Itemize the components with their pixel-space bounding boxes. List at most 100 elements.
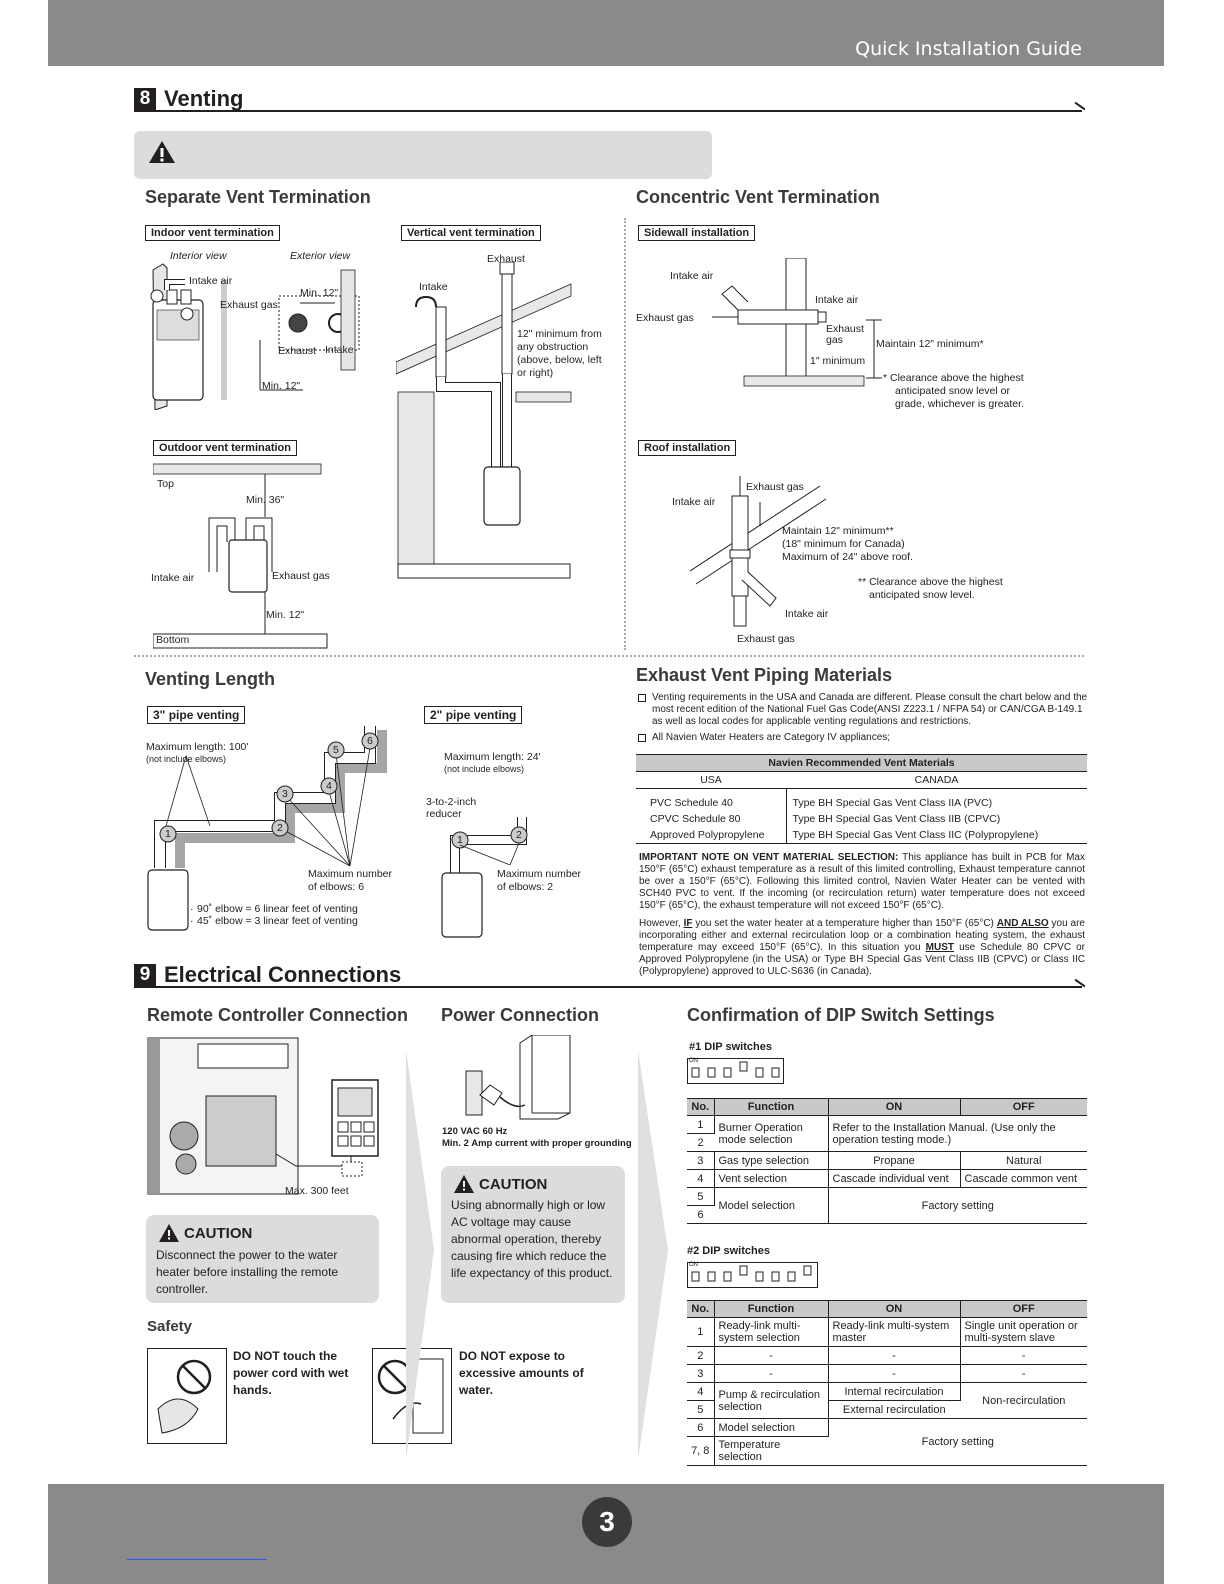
caution-body: Disconnect the power to the water heater… bbox=[156, 1247, 371, 1298]
table-row: 1 Ready-link multi-system selection Read… bbox=[687, 1318, 1087, 1347]
warning-icon bbox=[453, 1174, 475, 1194]
roof-maintain-1: Maintain 12" minimum** bbox=[782, 525, 894, 538]
roof-note-2: anticipated snow level. bbox=[869, 589, 975, 602]
roof-exhaust-top: Exhaust gas bbox=[746, 481, 804, 494]
power-spec-2: Min. 2 Amp current with proper grounding bbox=[442, 1137, 632, 1150]
cell-canada: Type BH Special Gas Vent Class IIC (Poly… bbox=[786, 827, 1087, 844]
checkbox-icon bbox=[638, 734, 646, 742]
horizontal-divider bbox=[134, 655, 1084, 657]
cell-off: Cascade common vent bbox=[960, 1170, 1087, 1188]
elbow-45-note: 45˚ elbow = 3 linear feet of venting bbox=[197, 915, 358, 928]
cell-on: Internal recirculation bbox=[828, 1383, 960, 1401]
cell-no: 4 bbox=[687, 1383, 714, 1401]
dip-on-label: ON bbox=[689, 1262, 698, 1268]
cell-no: 2 bbox=[687, 1347, 714, 1365]
table-row: CPVC Schedule 80 Type BH Special Gas Ven… bbox=[636, 811, 1087, 827]
cell-on: Propane bbox=[828, 1152, 960, 1170]
sidewall-label: Sidewall installation bbox=[638, 225, 755, 241]
caution-heading: CAUTION bbox=[453, 1174, 547, 1194]
col-canada: CANADA bbox=[786, 772, 1087, 789]
cell-on: Refer to the Installation Manual. (Use o… bbox=[828, 1116, 1087, 1152]
exhaust-label: Exhaust bbox=[278, 345, 316, 358]
safety-text-1: DO NOT touch the power cord with wet han… bbox=[233, 1348, 358, 1399]
outdoor-vent-label: Outdoor vent termination bbox=[153, 440, 297, 456]
page-number: 3 bbox=[582, 1497, 632, 1547]
outdoor-exhaust-label: Exhaust gas bbox=[272, 570, 330, 583]
important-lead: IMPORTANT NOTE ON VENT MATERIAL SELECTIO… bbox=[639, 852, 898, 863]
link-underline[interactable] bbox=[127, 1559, 267, 1560]
section-title: Electrical Connections bbox=[164, 962, 401, 988]
roof-intake-air-2: Intake air bbox=[785, 608, 828, 621]
power-title: Power Connection bbox=[441, 1005, 599, 1026]
section-rule bbox=[134, 986, 1082, 988]
cell-off: - bbox=[960, 1347, 1087, 1365]
col-no: No. bbox=[687, 1099, 714, 1116]
cell-no: 1 bbox=[687, 1116, 714, 1134]
header-bar: Quick Installation Guide bbox=[48, 0, 1164, 66]
column-divider bbox=[624, 218, 626, 650]
table-row: PVC Schedule 40 Type BH Special Gas Vent… bbox=[636, 795, 1087, 811]
dip2-label: #2 DIP switches bbox=[687, 1245, 770, 1258]
table-row: 2 - - - bbox=[687, 1347, 1087, 1365]
intake-label: Intake bbox=[325, 344, 354, 357]
top-label: Top bbox=[157, 478, 174, 491]
no-touch-icon bbox=[148, 1349, 226, 1443]
materials-bullets: Venting requirements in the USA and Cana… bbox=[636, 692, 1088, 748]
however-andalso: AND ALSO bbox=[997, 918, 1049, 929]
bullet-dot: · bbox=[190, 915, 194, 928]
dip2-table: No. Function ON OFF 1 Ready-link multi-s… bbox=[687, 1300, 1087, 1466]
separate-vent-title: Separate Vent Termination bbox=[145, 187, 371, 208]
elbow-num: 1 bbox=[457, 834, 463, 847]
sidewall-exhaust-b: gas bbox=[826, 334, 843, 347]
cell-no: 3 bbox=[687, 1365, 714, 1383]
caution-heading: CAUTION bbox=[158, 1223, 252, 1243]
caution-body: Using abnormally high or low AC voltage … bbox=[451, 1197, 621, 1282]
important-note: IMPORTANT NOTE ON VENT MATERIAL SELECTIO… bbox=[639, 852, 1085, 912]
elbow-num: 6 bbox=[367, 735, 373, 748]
concentric-vent-title: Concentric Vent Termination bbox=[636, 187, 880, 208]
safety-text-2: DO NOT expose to excessive amounts of wa… bbox=[459, 1348, 594, 1399]
cell-no: 5 bbox=[687, 1401, 714, 1419]
cell-canada: Type BH Special Gas Vent Class IIB (CPVC… bbox=[786, 811, 1087, 827]
caution-title: CAUTION bbox=[184, 1225, 252, 1242]
elbow-num: 1 bbox=[165, 828, 171, 841]
sidewall-note-2: anticipated snow level or bbox=[895, 385, 1010, 398]
sidewall-intake-air-1: Intake air bbox=[670, 270, 713, 283]
cell-no: 6 bbox=[687, 1206, 714, 1224]
roof-exhaust-bottom: Exhaust gas bbox=[737, 633, 795, 646]
elbow-num: 3 bbox=[282, 788, 288, 801]
outdoor-vent-diagram bbox=[153, 462, 331, 650]
dip1-table: No. Function ON OFF 1 Burner Operation m… bbox=[687, 1098, 1087, 1224]
outdoor-intake-label: Intake air bbox=[151, 572, 194, 585]
cell-no: 2 bbox=[687, 1134, 714, 1152]
cell-usa: Approved Polypropylene bbox=[636, 827, 786, 844]
table-row: 5 Model selection Factory setting bbox=[687, 1188, 1087, 1206]
warning-bar bbox=[134, 131, 712, 179]
col-usa: USA bbox=[636, 772, 786, 789]
materials-title: Exhaust Vent Piping Materials bbox=[636, 665, 892, 686]
cell-function: Pump & recirculation selection bbox=[714, 1383, 828, 1419]
cell-function: Ready-link multi-system selection bbox=[714, 1318, 828, 1347]
note-2: (not include elbows) bbox=[444, 763, 524, 776]
sidewall-note-3: grade, whichever is greater. bbox=[895, 398, 1024, 411]
max-feet-label: Max. 300 feet bbox=[285, 1185, 349, 1198]
cell-off: Non-recirculation bbox=[960, 1383, 1087, 1419]
cell-no: 1 bbox=[687, 1318, 714, 1347]
indoor-vent-diagram bbox=[145, 260, 375, 410]
safety-title: Safety bbox=[147, 1318, 192, 1335]
cell-function: Temperature selection bbox=[714, 1437, 828, 1466]
however-text: However, bbox=[639, 918, 684, 929]
min36-label: Min. 36" bbox=[246, 494, 284, 507]
elbow-num: 4 bbox=[326, 780, 332, 793]
col-function: Function bbox=[714, 1099, 828, 1116]
however-note: However, IF you set the water heater at … bbox=[639, 918, 1085, 978]
cell-off: - bbox=[960, 1365, 1087, 1383]
sidewall-1in-min: 1" minimum bbox=[810, 355, 865, 368]
cell-function: Vent selection bbox=[714, 1170, 828, 1188]
section-rule bbox=[134, 110, 1082, 112]
separator-arrow bbox=[404, 1030, 438, 1470]
safety-image-1 bbox=[147, 1348, 227, 1444]
outdoor-min12-label: Min. 12" bbox=[266, 609, 304, 622]
dip-on-label: ON bbox=[689, 1058, 698, 1064]
bottom-label: Bottom bbox=[156, 634, 189, 647]
